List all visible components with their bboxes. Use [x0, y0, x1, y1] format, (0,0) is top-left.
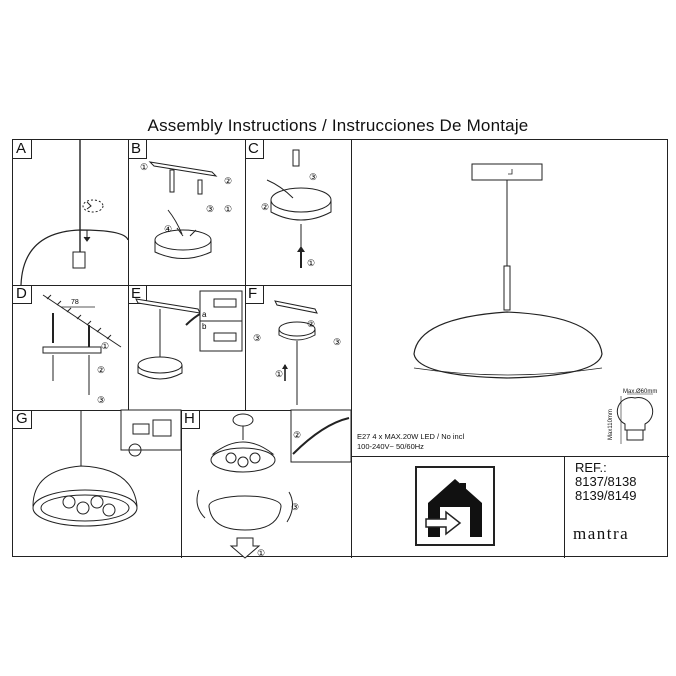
step-3-marker: ③	[333, 337, 341, 347]
reference-block: REF.: 8137/8138 8139/8149	[575, 461, 636, 503]
divider	[351, 456, 669, 457]
step-3-marker: ③	[291, 502, 299, 512]
step-3-marker: ③	[253, 333, 261, 343]
ref-codes-2: 8139/8149	[575, 488, 637, 503]
step-1-marker: ①	[101, 341, 109, 351]
ref-label: REF.:	[575, 460, 607, 475]
bulb-icon	[616, 393, 654, 444]
panel-label-a: A	[16, 140, 27, 157]
ref-codes-1: 8137/8138	[575, 474, 637, 489]
step-2-marker: ②	[97, 365, 105, 375]
panel-label-h: H	[184, 410, 195, 427]
step-3-marker: ③	[206, 204, 214, 214]
panel-label-d: D	[16, 285, 27, 302]
bulb-diameter: Max.Ø60mm	[623, 389, 658, 395]
panel-e-illustration: a b	[135, 290, 243, 380]
panel-d-illustration: 78 ① ② ③	[42, 294, 122, 405]
divider	[351, 140, 352, 558]
step-3-marker: ③	[97, 395, 105, 405]
panel-label-b: B	[131, 140, 142, 157]
spec-voltage: 100-240V~ 50/60Hz	[357, 442, 424, 451]
spec-wattage: E27 4 x MAX.20W LED / No incl	[357, 432, 465, 441]
step-1-marker: ①	[140, 162, 148, 172]
step-3-marker: ③	[309, 172, 317, 182]
panel-a-illustration	[20, 140, 129, 286]
step-1-marker: ①	[224, 204, 232, 214]
step-4-marker: ④	[164, 224, 172, 234]
lamp-overview-illustration	[413, 163, 603, 379]
brand-logo: mantra	[573, 524, 630, 543]
divider	[13, 410, 352, 411]
step-1-marker: ①	[275, 369, 283, 379]
step-2-marker: ②	[224, 176, 232, 186]
panel-label-e: E	[131, 285, 142, 302]
page-title: Assembly Instructions / Instrucciones De…	[147, 116, 529, 135]
panel-g-illustration	[32, 409, 182, 527]
step-2-marker: ②	[293, 430, 301, 440]
panel-label-f: F	[248, 285, 258, 302]
bulb-height: Max110mm	[608, 409, 614, 440]
spec-text: E27 4 x MAX.20W LED / No incl 100-240V~ …	[357, 432, 464, 452]
panel-h-illustration: ① ③ ②	[196, 409, 352, 559]
divider	[564, 456, 565, 558]
divider	[181, 410, 182, 558]
panel-b-illustration: ① ② ③ ① ④	[140, 161, 232, 259]
step-1-marker: ①	[307, 258, 315, 268]
step-1-marker: ①	[257, 548, 265, 558]
panel-label-g: G	[16, 410, 28, 427]
indoor-use-house-icon	[415, 466, 495, 546]
step-2-marker: ②	[261, 202, 269, 212]
divider	[128, 140, 129, 410]
sub-label-b: b	[202, 322, 207, 331]
instruction-sheet: A B C D E F G H ① ② ③ ① ④ ③	[12, 139, 669, 559]
sub-label-a: a	[202, 310, 207, 319]
divider	[13, 285, 352, 286]
dimension-78: 78	[71, 299, 79, 306]
panel-label-c: C	[248, 140, 259, 157]
panel-f-illustration: ③ ③ ① ②	[253, 300, 341, 405]
step-2-marker: ②	[307, 319, 315, 329]
panel-c-illustration: ③ ② ①	[261, 149, 332, 268]
divider	[245, 140, 246, 410]
